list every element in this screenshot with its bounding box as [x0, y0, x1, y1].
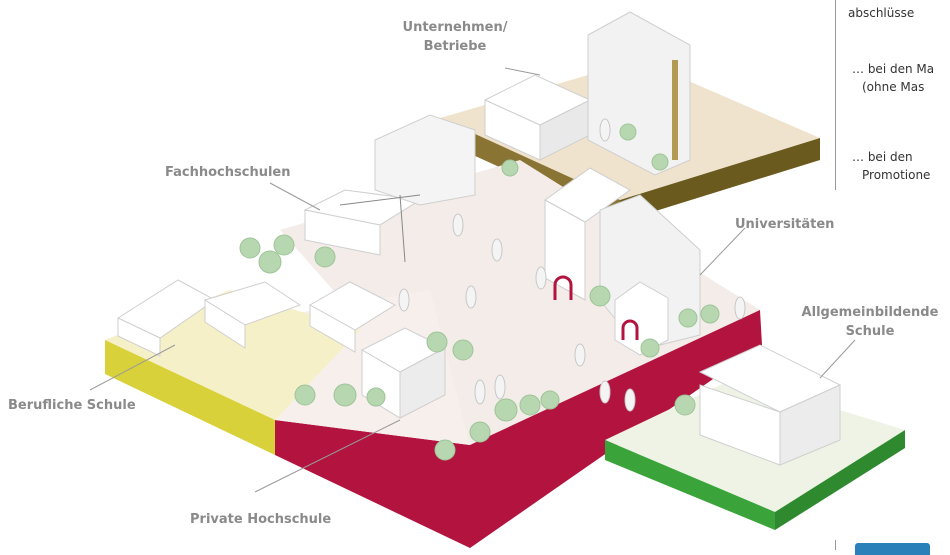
- bottom-divider: [835, 540, 836, 550]
- berufliche-buildings: [116, 279, 397, 357]
- label-allgemeinbildende-line2: Schule: [845, 324, 895, 339]
- tab-button[interactable]: [855, 543, 930, 555]
- sidebar-text-1-line: abschlüsse: [848, 6, 915, 20]
- sidebar-text-2-line2: (ohne Mas: [862, 80, 925, 94]
- sidebar-text-2: … bei den Ma (ohne Mas: [852, 60, 934, 96]
- sidebar-divider: [835, 0, 836, 190]
- unternehmen-buildings: [483, 11, 691, 176]
- sidebar-text-3: … bei den Promotione: [852, 148, 930, 184]
- sidebar-text-2-line1: … bei den Ma: [852, 62, 935, 76]
- private-hochschule-building: [360, 327, 447, 419]
- person-icon: [398, 118, 746, 412]
- universitaeten-buildings: [544, 167, 701, 356]
- label-unternehmen-line2: Betriebe: [423, 39, 487, 54]
- leader-lines: [89, 67, 856, 493]
- label-berufliche: Berufliche Schule: [8, 396, 136, 415]
- label-fachhochschulen: Fachhochschulen: [165, 163, 290, 182]
- sidebar-text-1: abschlüsse: [848, 4, 914, 22]
- label-allgemeinbildende: Allgemeinbildende Schule: [790, 303, 950, 341]
- allgemeinbildende-building: [698, 344, 842, 466]
- sidebar-text-3-line1: … bei den: [852, 150, 913, 164]
- label-universitaeten: Universitäten: [735, 215, 834, 234]
- label-allgemeinbildende-line1: Allgemeinbildende: [801, 305, 939, 320]
- label-berufliche-text: Berufliche Schule: [8, 398, 136, 413]
- label-universitaeten-text: Universitäten: [735, 217, 835, 232]
- label-unternehmen-line1: Unternehmen/: [402, 20, 508, 35]
- label-unternehmen: Unternehmen/ Betriebe: [395, 18, 515, 56]
- label-private-text: Private Hochschule: [190, 512, 332, 527]
- tree-icon: [239, 123, 720, 461]
- label-private: Private Hochschule: [190, 510, 331, 529]
- sidebar-text-3-line2: Promotione: [862, 168, 931, 182]
- label-fachhochschulen-text: Fachhochschulen: [165, 165, 291, 180]
- fachhochschulen-buildings: [303, 114, 476, 263]
